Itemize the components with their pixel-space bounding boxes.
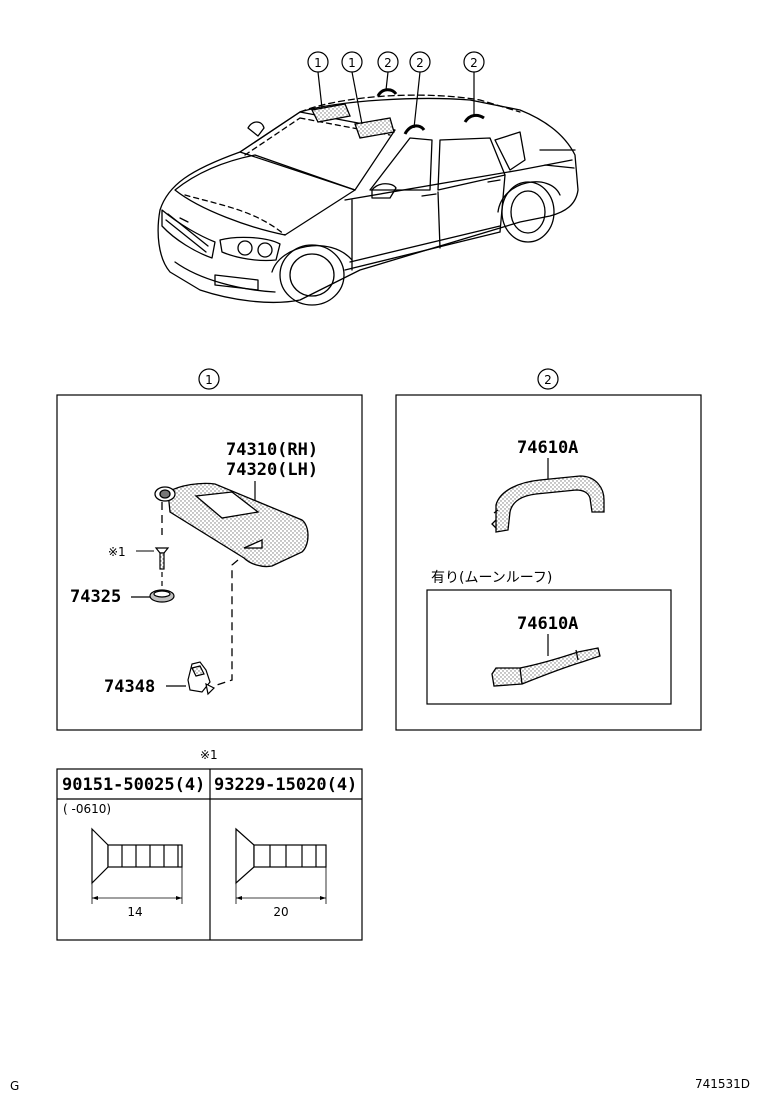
part-number-74610a-moonroof: 74610A (517, 614, 578, 634)
top-callouts (307, 51, 485, 129)
roof-visor-right (354, 117, 395, 139)
sun-visor-drawing (154, 482, 309, 568)
assist-grip-moonroof-drawing (491, 647, 601, 687)
car-illustration (157, 94, 579, 306)
screw-table-col1-note: ( -0610) (63, 802, 111, 816)
top-callout-3: 2 (384, 56, 392, 70)
assist-grip-panel (395, 394, 702, 731)
screw-14-drawing (91, 827, 183, 904)
top-callout-1: 1 (314, 56, 322, 70)
roof-visor-left (311, 103, 351, 123)
top-callout-5: 2 (470, 56, 478, 70)
part-number-74325: 74325 (70, 587, 121, 607)
top-callout-4: 2 (416, 56, 424, 70)
footer-diagram-id: 741531D (695, 1077, 750, 1091)
panel-2-callout: 2 (537, 368, 559, 390)
screw-20-drawing (235, 827, 327, 904)
part-number-74348: 74348 (104, 677, 155, 697)
cap-drawing (149, 589, 175, 603)
screw-table-note: ※1 (200, 748, 218, 762)
moonroof-subpanel (426, 589, 672, 705)
part-number-74310-rh: 74310(RH) (226, 440, 318, 460)
roof-grip-2 (403, 124, 426, 135)
panel-1-callout-label: 1 (205, 373, 213, 387)
roof-grip-1 (376, 88, 398, 97)
car-roof-parts (311, 88, 485, 139)
top-callout-2: 1 (348, 56, 356, 70)
holder-drawing (187, 661, 216, 696)
screw-table-header-2: 93229-15020(4) (214, 775, 357, 795)
part-number-74610a: 74610A (517, 438, 578, 458)
part-number-74320-lh: 74320(LH) (226, 460, 318, 480)
panel-2-callout-label: 2 (544, 373, 552, 387)
screw-table (56, 768, 363, 941)
screw-note-mark: ※1 (108, 545, 126, 559)
assist-grip-drawing (491, 475, 605, 533)
screw-14-length: 14 (127, 905, 142, 919)
screw-drawing (154, 547, 170, 588)
roof-grip-3 (463, 113, 485, 123)
screw-table-header-1: 90151-50025(4) (62, 775, 205, 795)
panel-1-callout: 1 (198, 368, 220, 390)
footer-left-code: G (10, 1079, 19, 1093)
sun-visor-panel (56, 394, 363, 731)
screw-20-length: 20 (273, 905, 288, 919)
moonroof-label: 有り(ムーンルーフ) (431, 570, 552, 586)
